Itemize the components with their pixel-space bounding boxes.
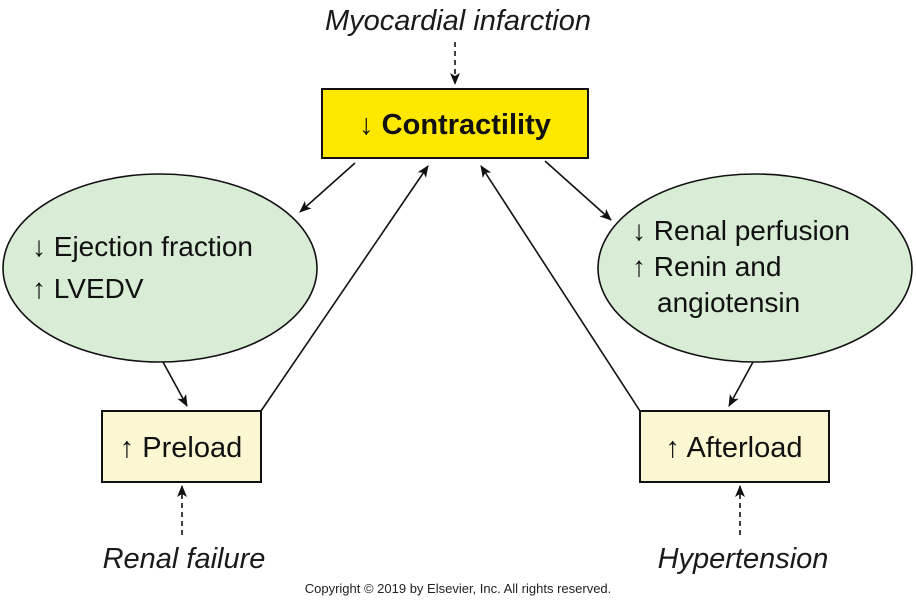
copyright-notice: Copyright © 2019 by Elsevier, Inc. All r…	[305, 581, 612, 596]
afterload-label: ↑ Afterload	[665, 432, 802, 464]
arrow-left-ellipse-to-preload	[162, 361, 188, 407]
arrow-afterload-to-contractility	[480, 165, 641, 412]
lvedv-label: ↑ LVEDV	[32, 273, 144, 304]
cause-renal-failure: Renal failure	[103, 543, 266, 575]
cause-myocardial-infarction: Myocardial infarction	[325, 5, 591, 37]
contractility-box: ↓ Contractility	[321, 88, 589, 159]
preload-box-rect	[101, 410, 262, 483]
right-ellipse: ↓ Renal perfusion ↑ Renin and angiotensi…	[597, 173, 913, 363]
preload-label: ↑ Preload	[120, 432, 243, 464]
angiotensin-label: angiotensin	[657, 287, 800, 318]
right-ellipse-shape	[597, 173, 913, 363]
left-ellipse: ↓ Ejection fraction ↑ LVEDV	[2, 173, 318, 363]
afterload-box-rect	[639, 410, 830, 483]
preload-box: ↑ Preload	[101, 410, 262, 483]
arrow-contractility-to-right-ellipse	[544, 160, 612, 221]
ejection-fraction-label: ↓ Ejection fraction	[32, 231, 253, 262]
renal-perfusion-label: ↓ Renal perfusion	[632, 215, 850, 246]
cause-hypertension: Hypertension	[658, 543, 829, 575]
contractility-box-rect	[321, 88, 589, 159]
arrow-right-ellipse-to-afterload	[728, 361, 754, 407]
renin-label: ↑ Renin and	[632, 251, 781, 282]
left-ellipse-shape	[2, 173, 318, 363]
arrow-preload-to-contractility	[260, 165, 429, 412]
contractility-label: ↓ Contractility	[359, 109, 551, 141]
arrow-contractility-to-left-ellipse	[299, 162, 356, 213]
afterload-box: ↑ Afterload	[639, 410, 830, 483]
